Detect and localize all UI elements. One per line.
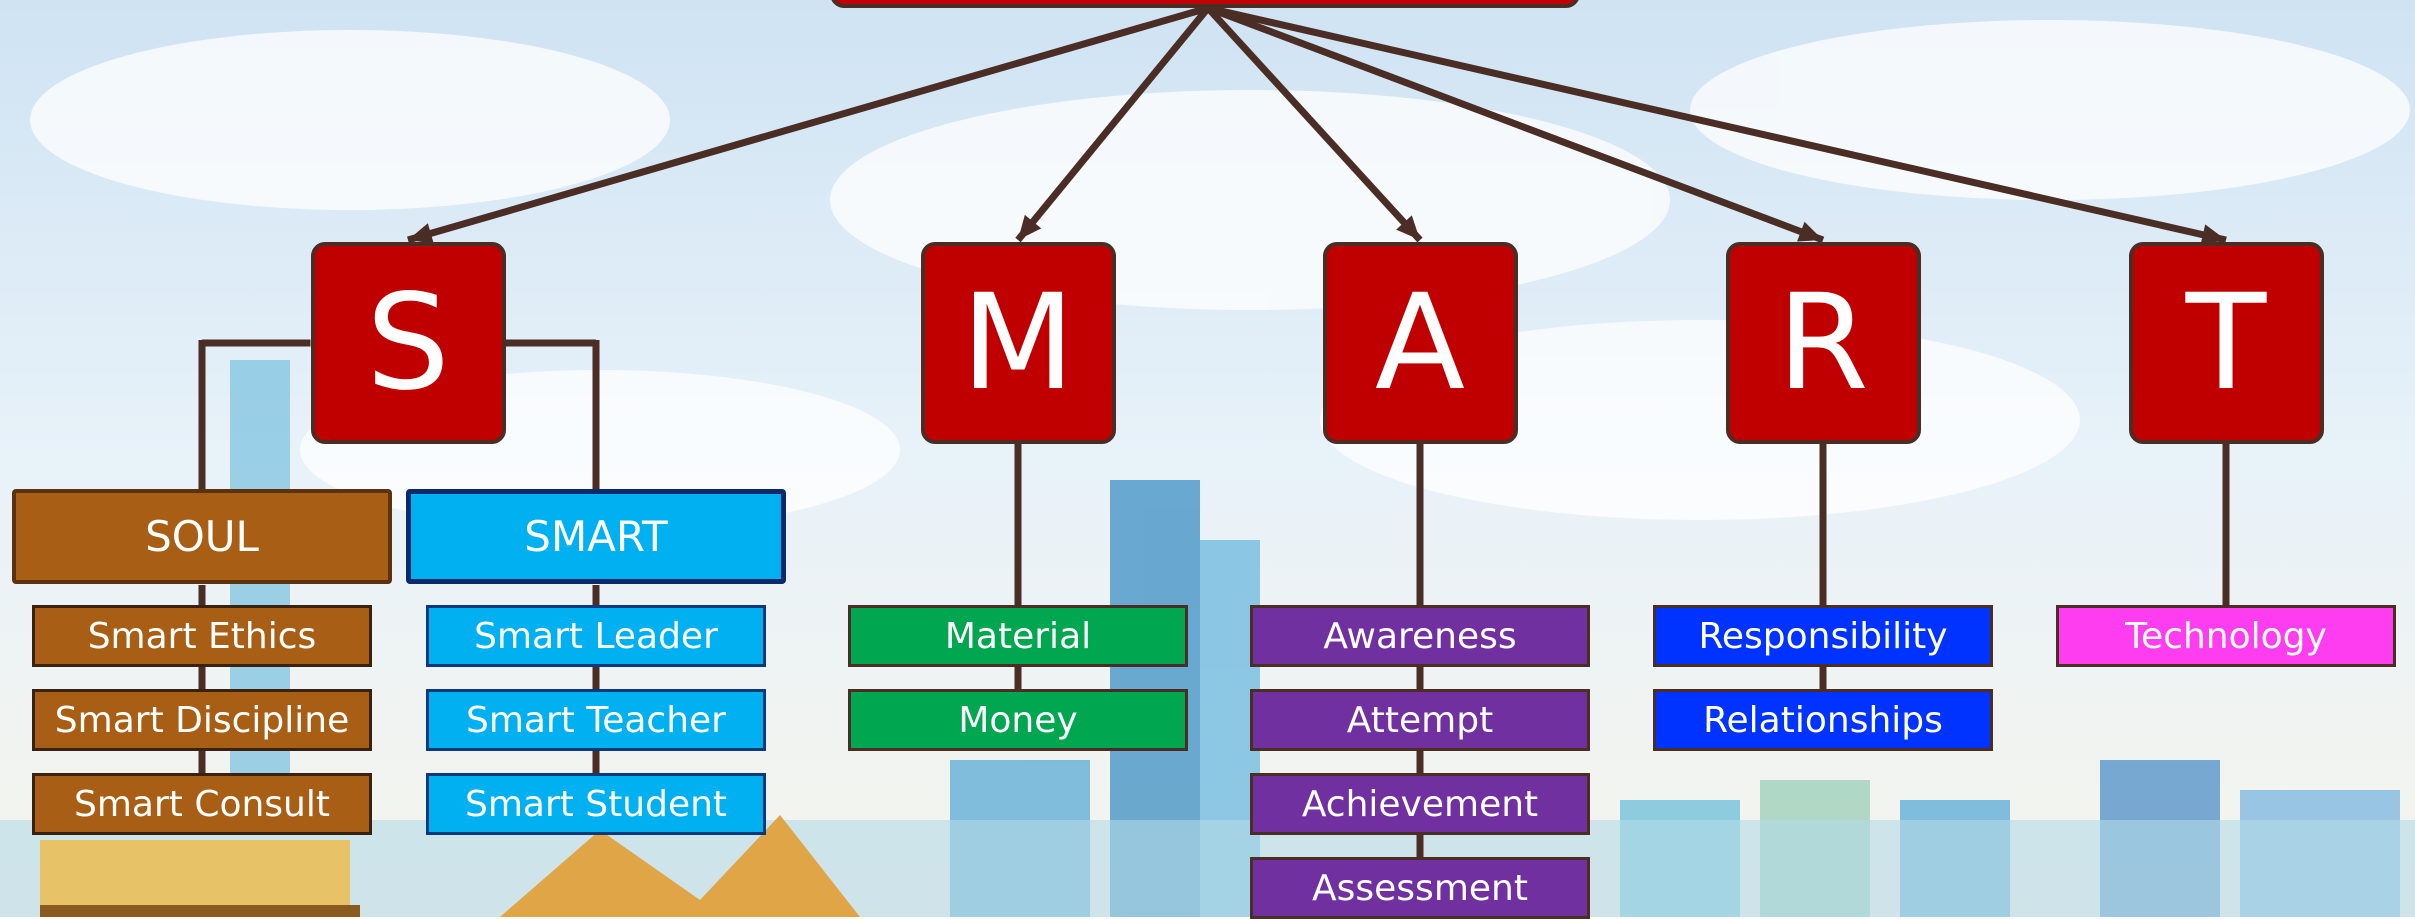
arrowhead (1018, 214, 1042, 240)
item-box: Achievement (1250, 773, 1590, 835)
item-box: Money (848, 689, 1188, 751)
letter-box-a: A (1322, 242, 1518, 444)
arrowhead (1396, 215, 1420, 240)
item-box: Material (848, 605, 1188, 667)
item-box: Awareness (1250, 605, 1590, 667)
letter-box-r: R (1725, 242, 1921, 444)
item-box: Technology (2056, 605, 2396, 667)
arrowhead (1797, 221, 1823, 242)
root-arrow-s (407, 4, 1209, 244)
root-arrow-t (1207, 4, 2227, 244)
subgroup-header-smart: SMART (406, 489, 786, 584)
arrowhead (408, 223, 434, 244)
item-box: Relationships (1653, 689, 1993, 751)
item-box: Smart Discipline (32, 689, 372, 751)
arrowhead (2200, 224, 2226, 246)
subgroup-header-soul: SOUL (12, 489, 392, 584)
item-box: Smart Consult (32, 773, 372, 835)
books-decoration (40, 815, 860, 917)
item-box: Assessment (1250, 857, 1590, 919)
letter-box-s: S (310, 242, 506, 444)
root-arrow-a (1205, 5, 1423, 243)
letter-box-t: T (2128, 242, 2324, 444)
item-box: Attempt (1250, 689, 1590, 751)
root-arrow-r (1206, 4, 1825, 244)
item-box: Responsibility (1653, 605, 1993, 667)
item-box: Smart Ethics (32, 605, 372, 667)
letter-box-m: M (920, 242, 1116, 444)
item-box: Smart Teacher (426, 689, 766, 751)
item-box: Smart Student (426, 773, 766, 835)
root-node (830, 0, 1580, 8)
item-box: Smart Leader (426, 605, 766, 667)
root-arrow-m (1015, 5, 1211, 243)
